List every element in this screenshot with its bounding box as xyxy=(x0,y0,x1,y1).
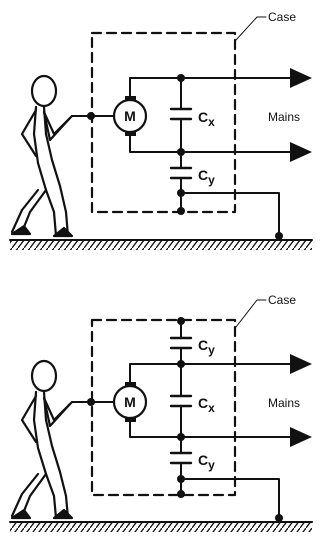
line-top-wire xyxy=(129,77,291,97)
case-label: Case xyxy=(268,293,296,307)
cap-label-cx: Cx xyxy=(198,395,215,415)
motor-label: M xyxy=(124,394,136,410)
cap-label-cy-top: Cy xyxy=(198,337,215,357)
node-dot xyxy=(177,360,185,368)
arrow-bottom xyxy=(290,427,312,447)
case-leader xyxy=(235,299,267,328)
line-bottom-wire xyxy=(129,135,291,153)
node-dot xyxy=(177,433,185,441)
earth-wire xyxy=(180,192,280,237)
ground-hatch xyxy=(10,523,312,532)
line-bottom-wire xyxy=(129,421,291,438)
cap-label-cx: Cx xyxy=(198,109,215,129)
person-figure xyxy=(10,74,74,238)
figure-2: Case M Mains Cy Cx Cy xyxy=(9,293,313,532)
person-figure xyxy=(10,359,74,520)
figure-1: Case M Mains Cx Cy xyxy=(9,10,313,250)
case-ground-dot xyxy=(177,207,185,215)
case-box xyxy=(90,31,237,214)
earth-dot xyxy=(275,514,283,522)
motor-label: M xyxy=(124,108,136,124)
case-box xyxy=(90,318,237,497)
mains-label: Mains xyxy=(268,396,300,410)
earth-wire xyxy=(180,478,280,519)
cap-label-cy-bottom: Cy xyxy=(198,452,215,472)
mains-label: Mains xyxy=(268,110,300,124)
ground-hatch xyxy=(10,241,312,250)
cap-label-cy: Cy xyxy=(198,167,215,187)
arrow-bottom xyxy=(290,142,312,162)
case-ground-dot xyxy=(177,490,185,498)
case-label: Case xyxy=(268,10,296,24)
line-top-wire xyxy=(129,363,291,383)
arrow-top xyxy=(290,354,312,374)
case-leader xyxy=(235,16,267,41)
earth-dot xyxy=(275,232,283,240)
arrow-top xyxy=(290,68,312,88)
